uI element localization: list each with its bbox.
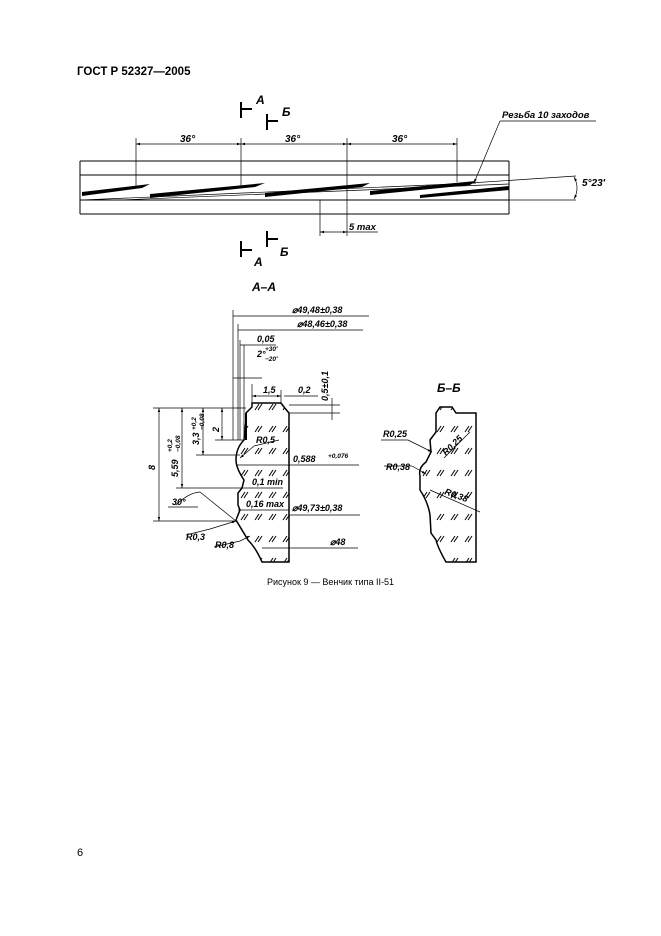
dim-d3: 0,05	[257, 334, 276, 344]
offset-label: 5 max	[349, 222, 377, 233]
section-bb: Б–Б R0,25 R0,25 R0,38 R0,38	[381, 381, 481, 563]
dim-angle: 2°	[256, 349, 266, 359]
dim-r05: R0,5	[256, 435, 276, 445]
dim-1-5: 1,5	[263, 385, 277, 395]
document-header: ГОСТ Р 52327—2005	[77, 66, 191, 78]
thread-label: Резьба 10 заходов	[502, 110, 590, 121]
dim-d48: ⌀48	[330, 537, 345, 547]
dim-angle-30: 30°	[172, 497, 186, 507]
section-mark-a-bottom: А	[253, 255, 263, 269]
section-bb-title: Б–Б	[437, 381, 461, 395]
bb-r038-left: R0,38	[386, 462, 410, 472]
dim-h2-tol-minus: −0,08	[199, 413, 206, 430]
dim-h1-tol-minus: −0,08	[175, 435, 182, 452]
top-view: 36° 36° 36° А Б А Б Резьба 10 заходов 5°…	[79, 93, 606, 269]
figure-caption: Рисунок 9 — Венчик типа II-51	[266, 577, 395, 587]
page-number: 6	[77, 847, 84, 859]
section-mark-b-top: Б	[282, 105, 291, 119]
dim-01-min: 0,1 min	[252, 477, 284, 487]
section-mark-a-top: А	[255, 93, 265, 107]
dim-36-1: 36°	[180, 134, 196, 145]
dim-h1-tol-plus: +0,2	[167, 439, 174, 452]
dim-36-2: 36°	[285, 134, 301, 145]
dim-angle-tol-minus: −20′	[265, 356, 278, 363]
dim-d1: ⌀49,48±0,38	[292, 305, 342, 315]
dim-r08: R0,8	[215, 540, 234, 550]
dim-h2-tol-plus: +0,2	[191, 417, 198, 430]
angle-label: 5°23′	[582, 178, 606, 189]
dim-d2: ⌀48,46±0,38	[297, 319, 347, 329]
section-aa-title: А–А	[251, 280, 276, 294]
section-aa: А–А ⌀49,48±0,38 ⌀48,46±0,38 0,05 2° +30′…	[147, 280, 369, 563]
bb-r025-left: R0,25	[383, 429, 408, 439]
dim-angle-tol-plus: +30′	[265, 346, 278, 353]
dim-0588: 0,588	[293, 454, 316, 464]
dim-r03: R0,3	[186, 532, 205, 542]
dim-h1: 5,59	[170, 459, 180, 477]
dim-h2: 3,3	[191, 432, 201, 445]
dim-016-max: 0,16 max	[246, 499, 285, 509]
dim-0-5: 0,5±0,1	[320, 371, 330, 401]
dim-4973: ⌀49,73±0,38	[292, 503, 342, 513]
dim-0588-tol: +0,076	[328, 453, 348, 460]
thread-grooves	[81, 181, 510, 201]
dim-h-total: 8	[147, 465, 157, 470]
dim-36-3: 36°	[392, 134, 408, 145]
dim-0-2: 0,2	[298, 385, 311, 395]
dim-h3: 2	[211, 427, 221, 433]
section-mark-b-bottom: Б	[280, 245, 289, 259]
